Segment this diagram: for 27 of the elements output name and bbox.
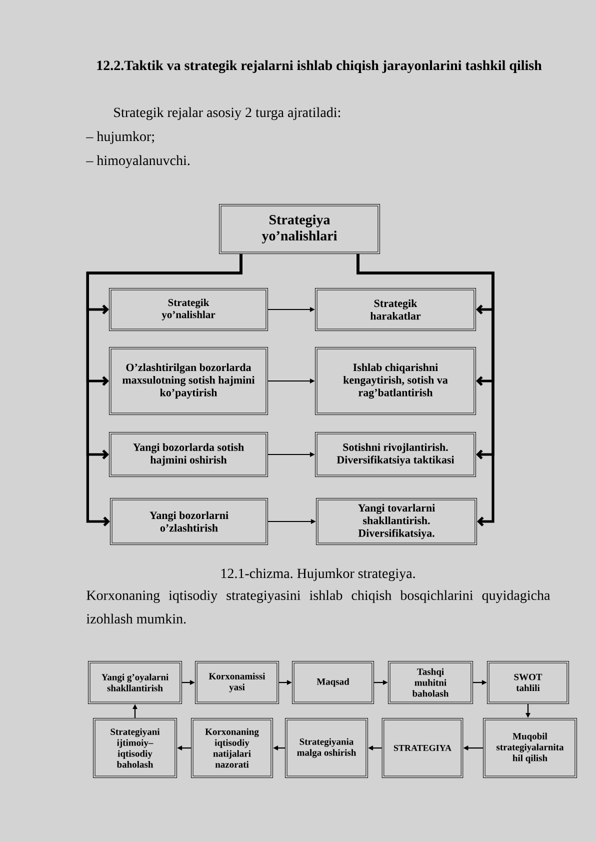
connector-arrow xyxy=(356,254,494,526)
process-box: Yangi bozorlarni o’zlashtirish xyxy=(110,498,268,545)
process-box: Muqobil strategiyalarnita hil qilish xyxy=(483,718,577,778)
process-box: Strategik yo’nalishlar xyxy=(109,288,268,331)
process-box: Yangi g’oyalarni shakllantirish xyxy=(88,661,182,704)
process-box: Korxonaning iqtisodiy natijalari nazorati xyxy=(191,718,273,778)
process-box: Strategik harakatlar xyxy=(315,288,476,331)
paragraph: Korxonaning iqtisodiy strategiyasini ishlab chiqish bosqichlarini quyidagicha izohlash mumkin. xyxy=(86,590,550,624)
process-box: Sotishni rivojlantirish. Diversifikatsiya taktikasi xyxy=(315,432,476,477)
section-heading: 12.2.Taktik va strategik rejalarni ishlab chiqish jarayonlarini tashkil qilish xyxy=(97,60,542,74)
process-box: STRATEGIYA xyxy=(382,718,464,778)
figure-caption: 12.1-chizma. Hujumkor strategiya. xyxy=(221,568,415,582)
process-box: Strategiyania malga oshirish xyxy=(285,718,368,778)
process-box: Yangi tovarlarni shakllantirish. Diversifikatsiya. xyxy=(316,498,477,545)
body-text: Strategik rejalar asosiy 2 turga ajratiladi: xyxy=(114,107,340,120)
list-item: – hujumkor; xyxy=(86,131,154,144)
list-item: – himoyalanuvchi. xyxy=(86,155,190,168)
process-box: Strategiya yo’nalishlari xyxy=(219,204,380,254)
process-box: Tashqi muhitni baholash xyxy=(388,661,473,704)
process-box: O’zlashtirilgan bozorlarda maxsulotning sotish hajmini ko’paytirish xyxy=(109,347,268,415)
process-box: SWOT tahlili xyxy=(487,661,569,704)
process-box: Strategiyani ijtimoiy– iqtisodiy baholash xyxy=(93,718,177,778)
process-box: Maqsad xyxy=(292,661,374,704)
process-box: Korxonamissi yasi xyxy=(195,661,279,704)
process-box: Ishlab chiqarishni kengaytirish, sotish va rag’batlantirish xyxy=(315,347,476,415)
connector-arrow xyxy=(86,254,242,526)
process-box: Yangi bozorlarda sotish hajmini oshirish xyxy=(109,432,268,477)
